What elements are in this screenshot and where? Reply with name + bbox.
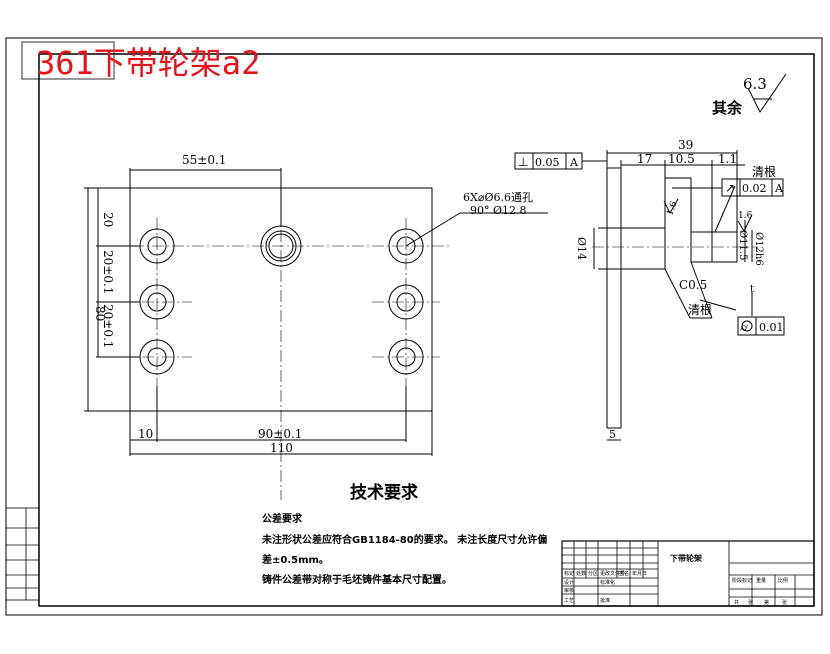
tb-cell: 签名 (619, 570, 629, 577)
perp-value: 0.05 (535, 156, 560, 169)
dim-110: 110 (270, 441, 293, 455)
runout-symbol: ↗ (725, 181, 735, 195)
dim-20-b: 20±0.1 (101, 304, 115, 348)
dim-55: 55±0.1 (182, 153, 226, 167)
perp-symbol: ⊥ (518, 155, 528, 169)
tb-cell: 阶段标记 (732, 577, 752, 584)
rough-1-6-a: 1.6 (665, 200, 679, 217)
roughness-value: 6.3 (743, 75, 767, 93)
tb-cell: 设计 (564, 579, 574, 586)
tb-cell: 年月日 (632, 570, 647, 577)
runout-datum: A (774, 182, 784, 195)
front-view (84, 168, 548, 500)
cyl-symbol: ⌭ (740, 321, 748, 334)
tech-line-1: 公差要求 (262, 512, 303, 525)
dim-90: 90±0.1 (258, 427, 302, 441)
sheet-border (5, 37, 823, 616)
tb-cell: 处数 (576, 570, 586, 577)
dim-1-1: 1.1 (718, 152, 737, 166)
weld-label-1: 清根 (752, 165, 776, 179)
tb-cell: 分区 (588, 570, 598, 577)
dim-5: 5 (609, 428, 616, 441)
chamfer-c0-5: C0.5 (679, 278, 707, 292)
runout-value: 0.02 (742, 182, 767, 195)
technical-requirements: 技术要求 公差要求 未注形状公差应符合GB1184-80的要求。 未注长度尺寸允… (261, 482, 547, 586)
side-view-dimensions: ⊥ 0.05 A 39 17 10.5 1.1 清根 ↗ 0.02 A 1.6 … (518, 138, 784, 441)
roughness-symbol: 6.3 其余 (712, 73, 787, 117)
cyl-t: t (750, 284, 754, 295)
tb-cell: 重量 (756, 577, 766, 584)
tb-cell: 工艺 (564, 598, 574, 604)
tb-cell: 张 (748, 599, 753, 606)
tb-cell: 审核 (564, 587, 574, 594)
drawing-title: 361下带轮架a2 (36, 44, 260, 82)
hole-pattern (139, 225, 424, 375)
cyl-value: 0.01 (759, 321, 784, 334)
tb-cell: 标准化 (600, 579, 615, 586)
tb-cell: 比例 (778, 577, 788, 584)
tb-cell: 第 (764, 599, 769, 606)
tb-cell: 更改文件号 (600, 570, 625, 577)
perp-datum: A (569, 156, 579, 169)
hole-note-2: 90° Ø12.8 (470, 204, 527, 217)
hole-note-1: 6X⌀Ø6.6通孔 (463, 191, 533, 204)
tb-cell: 张 (782, 599, 787, 606)
dim-17: 17 (637, 152, 652, 166)
dim-20: 20 (101, 212, 115, 227)
part-name: 下带轮架 (670, 553, 702, 563)
tech-heading: 技术要求 (350, 482, 418, 503)
tb-cell: 共 (734, 599, 739, 606)
dia-12h6: Ø12h6 (753, 232, 764, 266)
tb-cell: 批准 (600, 597, 610, 604)
title-block (561, 540, 815, 607)
roughness-label: 其余 (712, 99, 743, 117)
left-stamp-column (5, 507, 40, 601)
dia-14: Ø14 (575, 237, 588, 260)
tech-line-2: 未注形状公差应符合GB1184-80的要求。 未注长度尺寸允许偏 (261, 533, 547, 546)
dim-10-5: 10.5 (668, 152, 695, 166)
dim-20-a: 20±0.1 (101, 250, 115, 294)
title-block-cells: 标记 处数 分区 更改文件号 签名 年月日 设计 标准化 审核 工艺 批准 阶段… (564, 570, 788, 606)
dim-80: 80 (93, 306, 107, 321)
dia-11-5: Ø11.5 (737, 230, 748, 260)
dim-10: 10 (138, 427, 153, 441)
tech-line-3: 差±0.5mm。 (262, 553, 329, 566)
weld-label-2: 清根 (688, 303, 712, 317)
dim-39: 39 (678, 138, 693, 152)
side-view (514, 150, 785, 441)
tech-line-4: 铸件公差带对称于毛坯铸件基本尺寸配置。 (262, 573, 452, 586)
rough-1-6-b: 1.6 (738, 211, 753, 221)
front-view-dimensions: 55±0.1 80 20 20±0.1 20±0.1 10 90±0.1 110… (93, 153, 533, 455)
tb-cell: 标记 (564, 570, 574, 577)
